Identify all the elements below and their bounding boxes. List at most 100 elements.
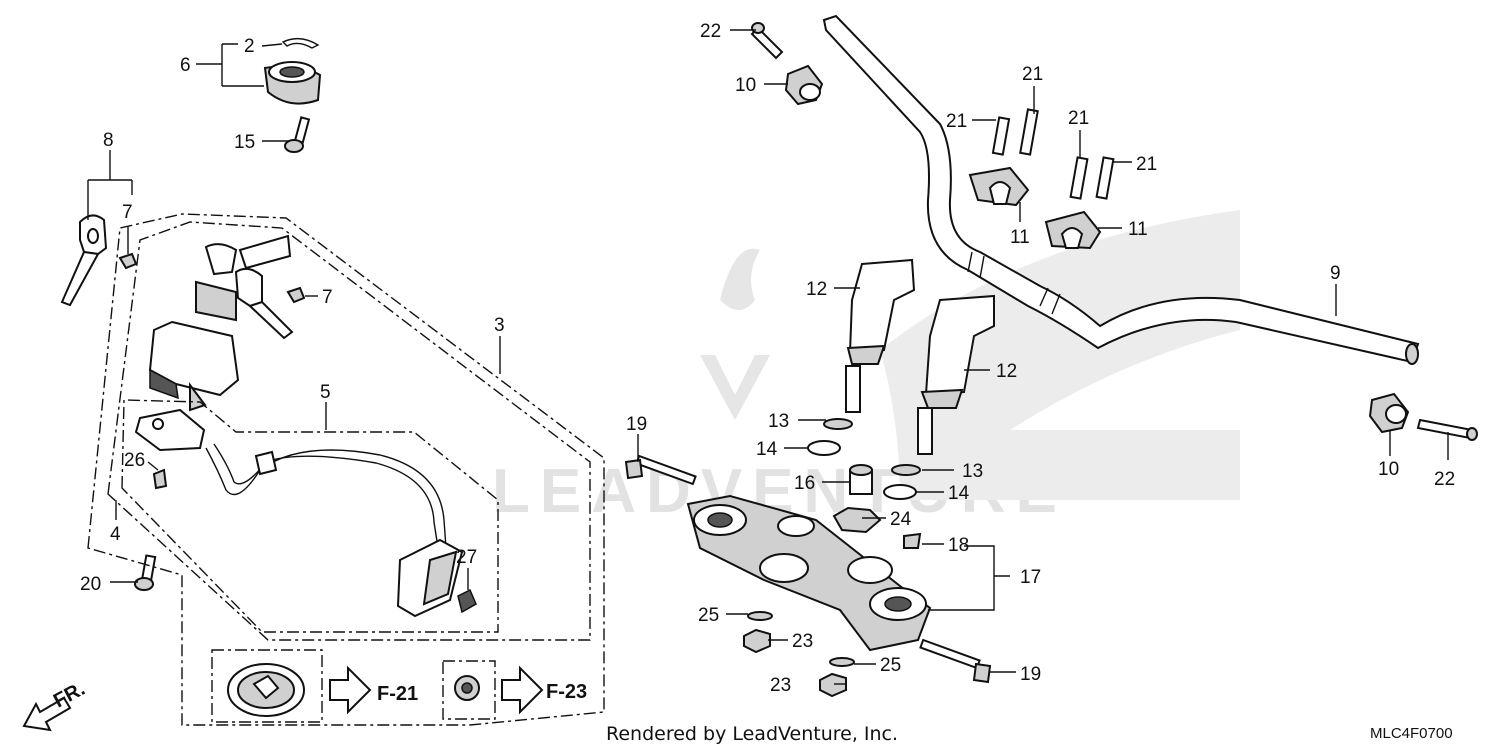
bolt-21c-part <box>1069 156 1089 200</box>
assembly-boundary-4 <box>87 213 605 726</box>
callout-18: 18 <box>948 535 969 556</box>
bolt-19-upper-part <box>624 454 697 486</box>
bolt-22-right-part <box>1416 418 1478 441</box>
handlebar-group <box>624 14 1478 698</box>
assembly-boundary-3 <box>107 221 591 641</box>
callout-13a: 13 <box>768 411 789 432</box>
callout-9: 9 <box>1330 263 1341 284</box>
callout-6: 6 <box>180 55 191 76</box>
callout-12b: 12 <box>996 361 1017 382</box>
callout-21b: 21 <box>946 111 967 132</box>
callout-4: 4 <box>110 524 121 545</box>
clip-part <box>281 37 320 49</box>
callout-25b: 25 <box>880 655 901 676</box>
callout-5: 5 <box>320 382 331 403</box>
ref-arrow-a <box>329 665 372 715</box>
bolt-21b-part <box>1019 108 1039 156</box>
bar-end-weight-left-part <box>784 64 824 106</box>
nut-23-b-part <box>819 672 847 698</box>
clip-27-part <box>457 588 477 614</box>
washer-13-right-part <box>891 464 921 476</box>
front-arrow-icon <box>22 696 72 732</box>
inset-box-a <box>211 649 323 723</box>
callout-19b: 19 <box>1020 664 1041 685</box>
bolt-21d-part <box>1095 156 1115 200</box>
small-fitting-part <box>454 675 480 701</box>
screw-26-part <box>152 468 168 490</box>
connector-part <box>396 538 464 618</box>
credit-text: Rendered by LeadVenture, Inc. <box>606 723 898 745</box>
ignition-group: F-21 F-23 FR. <box>22 37 605 732</box>
handlebar-knurl-2 <box>1039 287 1061 315</box>
bolt-19-lower-part <box>919 638 992 684</box>
washer-14-left-part <box>807 440 841 456</box>
holder-upper-a-part <box>968 166 1030 207</box>
callout-27: 27 <box>456 547 477 568</box>
callout-2: 2 <box>244 36 255 57</box>
bolt-22-left-part <box>750 22 784 60</box>
callout-3: 3 <box>494 315 505 336</box>
callout-14a: 14 <box>756 439 778 460</box>
washer-25-b-part <box>829 657 855 667</box>
callout-23a: 23 <box>792 631 813 652</box>
callout-22a: 22 <box>700 21 721 42</box>
callout-22b: 22 <box>1434 469 1455 490</box>
handlebar-part <box>822 14 1420 364</box>
washer-13-left-part <box>823 418 853 430</box>
washer-25-a-part <box>747 611 773 621</box>
top-bridge-part <box>686 494 932 652</box>
bolt-15-part <box>284 116 311 153</box>
leader-lines <box>87 29 1449 685</box>
spare-key-part <box>234 267 294 340</box>
wire-harness-outline <box>213 443 439 549</box>
callout-21d: 21 <box>1136 154 1157 175</box>
callout-26: 26 <box>124 450 145 471</box>
callout-24: 24 <box>890 509 912 530</box>
callout-25a: 25 <box>698 605 719 626</box>
callout-17: 17 <box>1020 567 1041 588</box>
callout-10b: 10 <box>1378 459 1399 480</box>
wing-watermark-icon <box>880 210 1240 500</box>
callout-11a: 11 <box>1010 227 1030 248</box>
diagram-code: MLC4F0700 <box>1370 725 1453 742</box>
ref-label-b: F-23 <box>546 681 587 703</box>
callout-19a: 19 <box>626 414 647 435</box>
bolt-21a-part <box>991 116 1011 156</box>
watermark-logo-icon <box>700 248 770 420</box>
nut-24-part <box>832 506 882 534</box>
callouts: 2 6 15 8 7 7 3 5 26 4 20 27 22 10 21 21 … <box>80 21 1455 696</box>
plug-18-part <box>903 532 922 549</box>
nut-23-a-part <box>743 628 771 654</box>
callout-21a: 21 <box>1022 64 1043 85</box>
switch-base-part <box>134 408 206 452</box>
washer-14-right-part <box>883 484 917 500</box>
callout-7a: 7 <box>122 202 133 223</box>
ref-arrow-b <box>501 665 544 715</box>
switch-cover-part <box>263 61 322 105</box>
ref-label-a: F-21 <box>377 683 418 705</box>
small-nut-7a-part <box>118 252 138 270</box>
small-nut-7b-part <box>286 286 306 304</box>
callout-16: 16 <box>794 473 815 494</box>
callout-15: 15 <box>234 132 255 153</box>
holder-lower-right-part <box>917 294 995 455</box>
assembly-boundary-5 <box>121 399 499 633</box>
inset-box-b <box>442 660 496 720</box>
bushing-16-part <box>849 464 873 495</box>
holder-upper-b-part <box>1044 210 1102 250</box>
callout-11b: 11 <box>1128 219 1148 240</box>
key-part <box>60 214 108 307</box>
callout-21c: 21 <box>1068 108 1089 129</box>
callout-23b: 23 <box>770 675 791 696</box>
holder-lower-left-part <box>845 258 916 413</box>
handlebar-knurl-1 <box>967 251 985 279</box>
callout-10a: 10 <box>735 75 756 96</box>
wire-harness-part <box>205 447 447 549</box>
callout-13b: 13 <box>962 461 983 482</box>
handlebar-end <box>1405 343 1419 365</box>
callout-12a: 12 <box>806 279 827 300</box>
bar-end-weight-right-part <box>1368 392 1410 434</box>
callout-8: 8 <box>103 130 114 151</box>
callout-20: 20 <box>80 574 101 595</box>
